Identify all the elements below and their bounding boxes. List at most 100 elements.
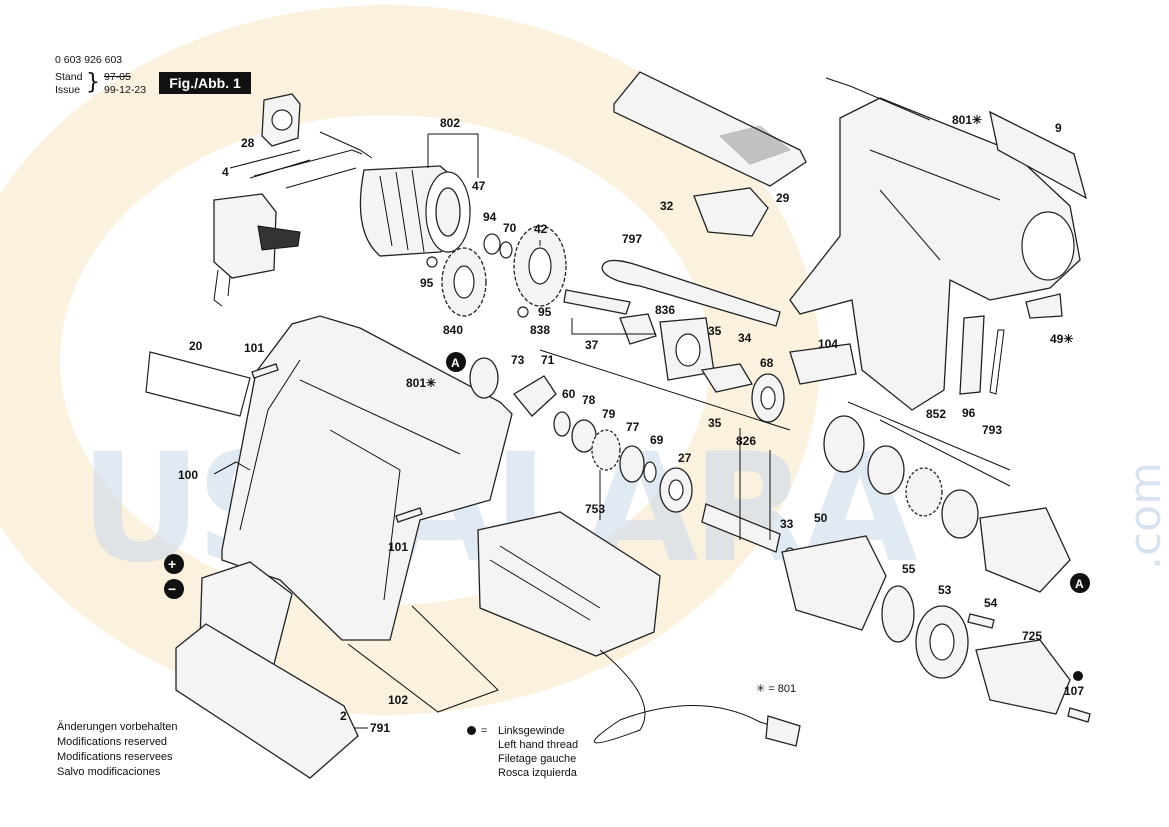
label-20: 20	[189, 339, 203, 353]
doc-number: 0 603 926 603	[55, 54, 123, 66]
label-4: 4	[222, 165, 229, 179]
label-107: 107	[1064, 684, 1084, 698]
label-32: 32	[660, 199, 674, 213]
part-838-shaft	[563, 289, 631, 315]
wires	[253, 149, 363, 189]
label-34: 34	[738, 331, 752, 345]
label-42: 42	[534, 222, 548, 236]
label-793: 793	[982, 423, 1002, 437]
label-826: 826	[736, 434, 756, 448]
part-9-label	[989, 110, 1088, 200]
label-68: 68	[760, 356, 774, 370]
part-94-70-rings	[483, 233, 513, 259]
part-797-strap	[601, 259, 781, 327]
label-54: 54	[984, 596, 998, 610]
stand-label: Stand	[55, 71, 83, 83]
label-100: 100	[178, 468, 198, 482]
label-104: 104	[818, 337, 838, 351]
part-95-washer	[426, 256, 438, 268]
part-100-cable	[213, 461, 251, 475]
part-69-ring	[643, 461, 657, 483]
legend-equals: =	[481, 725, 488, 737]
label-79: 79	[602, 407, 616, 421]
note-line: Änderungen vorbehalten	[57, 721, 178, 733]
part-42-gear	[513, 225, 567, 307]
part-725-chuck	[975, 639, 1071, 715]
part-54-screw	[967, 613, 995, 629]
label-802: 802	[440, 116, 460, 130]
new-date: 99-12-23	[104, 84, 147, 96]
label-49: 49✳	[1050, 332, 1073, 346]
label-78: 78	[582, 393, 596, 407]
leader-lines	[427, 77, 1011, 540]
part-28-bracket	[229, 93, 311, 179]
part-55-ring	[881, 585, 915, 643]
part-107-screw	[1067, 707, 1091, 723]
label-27: 27	[678, 451, 692, 465]
label-725: 725	[1022, 629, 1042, 643]
legend-line: Rosca izquierda	[498, 767, 577, 779]
plus-terminal-icon: +	[164, 554, 184, 574]
label-47: 47	[472, 179, 486, 193]
label-77: 77	[626, 420, 640, 434]
label-840: 840	[443, 323, 463, 337]
label-797: 797	[622, 232, 642, 246]
part-104-plate	[789, 343, 857, 385]
label-28: 28	[241, 136, 255, 150]
left-thread-marker-icon	[1073, 671, 1083, 681]
part-852-ring	[941, 489, 979, 539]
label-836: 836	[655, 303, 675, 317]
modification-notes: Änderungen vorbehalten Modifications res…	[57, 720, 177, 780]
label-753: 753	[585, 502, 605, 516]
marker-a-left: A	[446, 352, 466, 372]
part-49-clip	[1025, 293, 1063, 319]
label-37: 37	[585, 338, 599, 352]
marker-a-right: A	[1070, 573, 1090, 593]
brace-icon: }	[86, 70, 100, 95]
label-35a: 35	[708, 324, 722, 338]
wire-bend	[319, 131, 373, 159]
note-line: Modifications reservees	[57, 751, 173, 763]
part-4-switch	[213, 193, 301, 307]
part-71-planet	[513, 375, 557, 417]
figure-label: Fig./Abb. 1	[159, 72, 251, 94]
note-line: Salvo modificaciones	[57, 766, 161, 778]
part-78-ring	[571, 419, 597, 453]
part-95-washer-b	[517, 306, 529, 318]
part-96-slider	[959, 315, 985, 395]
part-753-charger	[477, 511, 801, 747]
svg-text:A: A	[451, 356, 460, 370]
label-101a: 101	[244, 341, 264, 355]
label-71: 71	[541, 353, 555, 367]
part-34-shaft	[700, 363, 754, 393]
part-79-gear	[591, 429, 621, 471]
issue-label: Issue	[55, 84, 81, 96]
charger-plug	[765, 715, 801, 747]
minus-terminal-icon: −	[164, 579, 184, 599]
label-35b: 35	[708, 416, 722, 430]
part-101-screw-b	[395, 507, 423, 523]
label-801-top: 801✳	[952, 113, 982, 127]
svg-text:+: +	[168, 556, 176, 572]
label-33: 33	[780, 517, 794, 531]
part-801-housing-left	[221, 315, 513, 641]
part-102-wire	[347, 605, 499, 713]
legend-line: Linksgewinde	[498, 725, 565, 737]
label-102: 102	[388, 693, 408, 707]
left-thread-dot-icon	[467, 726, 476, 735]
part-37-coupling	[619, 313, 657, 345]
label-29: 29	[776, 191, 790, 205]
part-802-motor	[359, 165, 471, 257]
part-826-spindle	[701, 503, 781, 553]
label-801-left: 801✳	[406, 376, 436, 390]
part-852-sleeve-b	[867, 445, 905, 495]
label-50: 50	[814, 511, 828, 525]
part-50-nut	[781, 535, 887, 631]
watermark-ring	[0, 5, 820, 715]
part-793-pin	[989, 329, 1005, 395]
svg-text:−: −	[168, 581, 176, 597]
label-55: 55	[902, 562, 916, 576]
part-20-label	[145, 351, 251, 417]
